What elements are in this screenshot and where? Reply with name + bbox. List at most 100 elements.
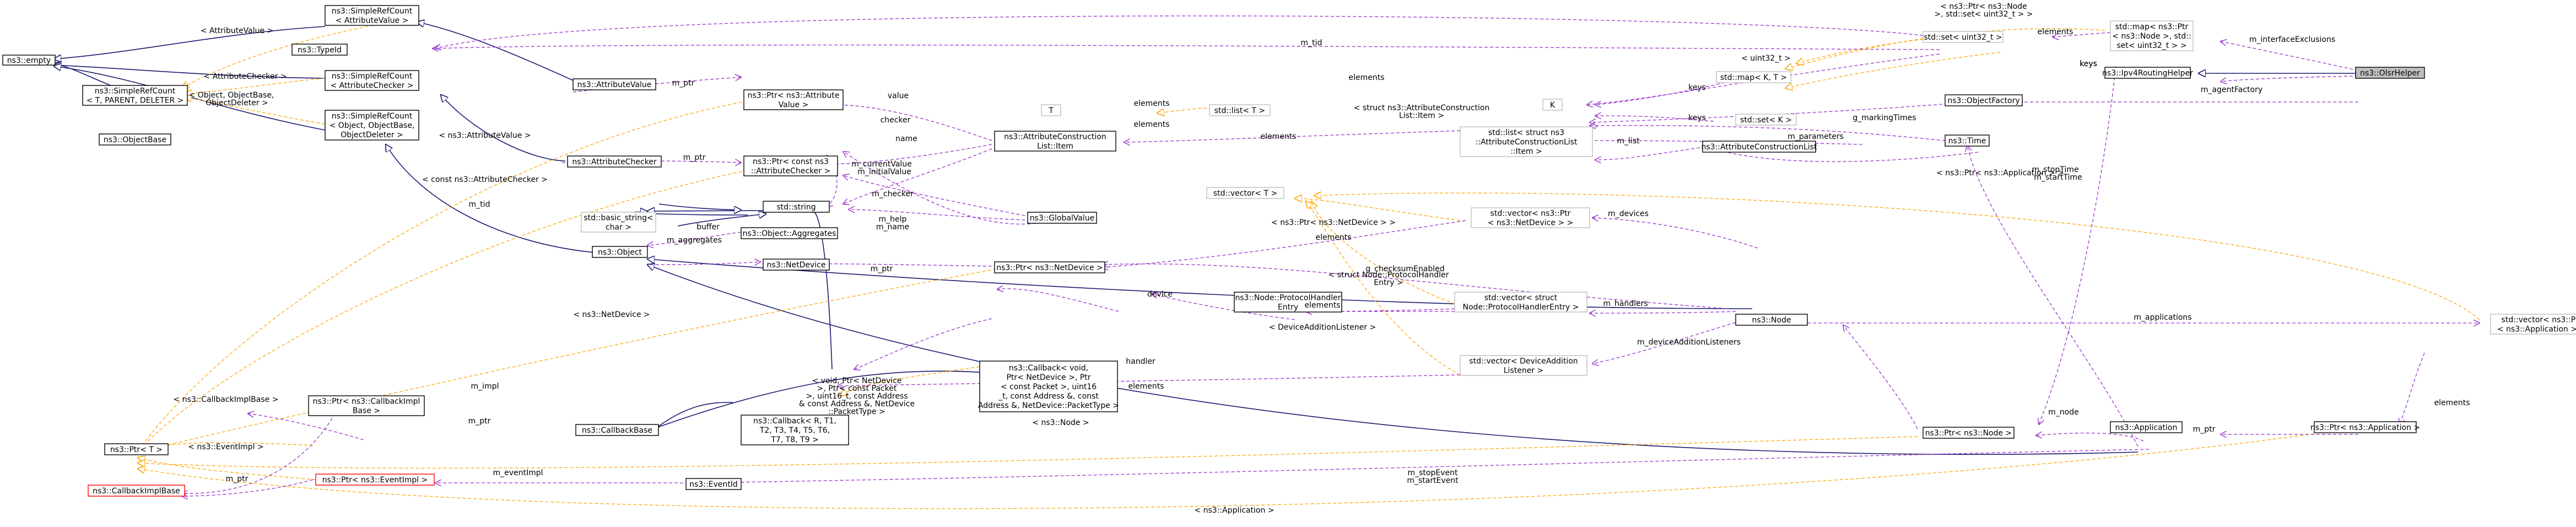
class-node-vecPhEntry[interactable]: std::vector< structNode::ProtocolHandler… [1454,292,1587,313]
edge-usage [832,144,992,164]
class-node-srcOB[interactable]: ns3::SimpleRefCount< Object, ObjectBase,… [325,110,419,141]
edge-template [138,168,759,452]
class-node-stdSetK[interactable]: std::set< K > [1735,114,1797,126]
class-node-T[interactable]: T [1041,104,1061,116]
class-node-vecDevAddListener[interactable]: std::vector< DeviceAdditionListener > [1460,355,1587,376]
edge-label-markingTimes: g_markingTimes [1853,114,1916,122]
class-node-netDevice[interactable]: ns3::NetDevice [763,259,830,271]
class-node-attrValue[interactable]: ns3::AttributeValue [573,78,656,90]
edge-template [840,365,986,396]
edge-usage [854,318,992,369]
class-node-node[interactable]: ns3::Node [1735,314,1808,326]
class-node-empty[interactable]: ns3::empty [2,55,56,66]
class-node-vecPtrApp[interactable]: std::vector< ns3::Ptr< ns3::Application … [2490,314,2576,335]
edge-template [1785,52,2001,88]
class-node-attrConstrList[interactable]: ns3::AttributeConstructionList [1702,141,1817,153]
class-node-stdListT[interactable]: std::list< T > [1209,104,1271,116]
edge-label-netDeviceT: < ns3::NetDevice > [573,310,650,319]
edge-label-keys2: keys [1688,114,1706,122]
edge-template [138,442,314,452]
class-node-ptrNode[interactable]: ns3::Ptr< ns3::Node > [1922,427,2015,439]
class-node-ptrNetDevice[interactable]: ns3::Ptr< ns3::NetDevice > [994,261,1105,273]
edge-usage [849,209,1036,221]
class-node-srcAC[interactable]: ns3::SimpleRefCount< AttributeChecker > [325,70,419,91]
edge-label-uint32T: < uint32_t > [1741,54,1791,63]
class-node-srcTPD[interactable]: ns3::SimpleRefCount< T, PARENT, DELETER … [82,85,188,106]
edge-inherit [658,203,741,210]
edge-inherit [417,22,582,85]
class-node-object[interactable]: ns3::Object [592,246,648,258]
edge-usage [647,232,742,245]
edge-usage [838,374,1461,386]
edge-label-mNode: m_node [2048,408,2079,417]
edge-label-ptrNetDevT: < ns3::Ptr< ns3::NetDevice > > [1271,218,1396,227]
edge-usage [832,105,992,141]
class-node-label: < ns3::NetDevice > > [1488,219,1574,228]
class-node-olsrHelper[interactable]: ns3::OlsrHelper [2355,67,2425,79]
edge-label-currentValue: m_currentValue [851,160,912,169]
edge-label-eventImplT: < ns3::EventImpl > [188,443,264,451]
class-node-label: ns3::SimpleRefCount [332,72,413,81]
class-node-stdVectorT[interactable]: std::vector< T > [1206,187,1284,199]
class-node-ptrCbImplBase[interactable]: ns3::Ptr< ns3::CallbackImplBase > [308,395,425,416]
edge-label-structItemT1: < struct ns3::AttributeConstruction [1354,104,1490,112]
class-node-stdMapPtrNode[interactable]: std::map< ns3::Ptr< ns3::Node >, std::se… [2110,20,2194,51]
class-node-ptrT[interactable]: ns3::Ptr< T > [104,443,169,455]
class-node-stdString[interactable]: std::string [763,201,830,213]
class-node-phEntry[interactable]: ns3::Node::ProtocolHandlerEntry [1234,292,1342,313]
edge-label-ptrAttrCheckerT: < const ns3::AttributeChecker > [422,175,548,184]
class-node-label: ObjectDeleter > [341,131,403,139]
class-node-label: std::basic_string< [584,214,653,223]
class-node-globalValue[interactable]: ns3::GlobalValue [1027,212,1097,224]
edge-usage [2221,76,2359,82]
class-node-typeId[interactable]: ns3::TypeId [291,44,348,56]
class-node-ptrAttrChecker[interactable]: ns3::Ptr< const ns3::AttributeChecker > [743,155,838,176]
edge-usage [2039,66,2116,424]
edge-usage [1124,126,1598,142]
class-node-application[interactable]: ns3::Application [2110,421,2183,433]
class-node-ptrAttrValue[interactable]: ns3::Ptr< ns3::AttributeValue > [743,89,844,110]
class-node-stdMapKT[interactable]: std::map< K, T > [1716,71,1791,83]
class-node-label: ns3::Ptr< ns3::CallbackImpl [313,397,420,406]
edge-inherit [647,259,1753,309]
class-node-label: ns3::Ptr< ns3::Application > [2310,423,2420,432]
class-node-objectBase[interactable]: ns3::ObjectBase [99,133,171,146]
edge-label-ptrApplicationT: < ns3::Ptr< ns3::Application > > [1936,169,2064,178]
class-node-time[interactable]: ns3::Time [1945,135,1990,147]
edge-label-mChecker: m_checker [872,190,914,198]
edge-label-mPtr5: m_ptr [226,475,249,483]
class-node-label: < const Packet >, uint16 [1001,383,1097,391]
edge-usage [2036,433,2144,442]
class-node-label: std::string [776,203,816,212]
class-node-callbackT[interactable]: ns3::Callback< R, T1,T2, T3, T4, T5, T6,… [741,415,849,445]
class-node-K[interactable]: K [1542,99,1563,111]
edge-usage [2400,352,2425,424]
class-node-vecPtrNetDev[interactable]: std::vector< ns3::Ptr< ns3::NetDevice > … [1471,207,1590,228]
class-node-aggregates[interactable]: ns3::Object::Aggregates [741,227,838,239]
edge-label-nodeT: < ns3::Node > [1032,418,1089,427]
class-node-label: ns3::NetDevice [767,261,826,270]
class-node-stdListItem[interactable]: std::list< struct ns3::AttributeConstruc… [1460,126,1593,157]
edge-label-attributeValueT: < AttributeValue > [201,26,274,35]
class-node-basicString[interactable]: std::basic_string<char > [581,212,656,233]
class-node-label: ns3::AttributeConstructionList [1702,143,1817,152]
class-node-eventId[interactable]: ns3::EventId [685,478,742,490]
edge-label-mHelp: m_help [879,215,907,224]
class-node-attrConstrItem[interactable]: ns3::AttributeConstructionList::Item [994,131,1116,152]
class-node-stdSetUint32[interactable]: std::set< uint32_t > [1922,31,2003,43]
edge-label-ptrAttrValueT: < ns3::AttributeValue > [439,131,531,140]
class-node-label: set< uint32_t > > [2116,41,2186,50]
class-node-objectFactory[interactable]: ns3::ObjectFactory [1945,94,2023,106]
class-node-cbImplBase[interactable]: ns3::CallbackImplBase [88,485,185,497]
edge-template [138,268,997,452]
class-node-cbBase[interactable]: ns3::CallbackBase [575,424,659,436]
edge-label-mPtr2: m_ptr [683,153,706,162]
class-node-ptrApplication[interactable]: ns3::Ptr< ns3::Application > [2310,421,2420,433]
class-node-label: _t, const Address &, const [998,392,1099,401]
class-node-ptrEventImpl[interactable]: ns3::Ptr< ns3::EventImpl > [315,474,435,486]
class-node-srcAV[interactable]: ns3::SimpleRefCount< AttributeValue > [325,5,419,26]
class-node-label: std::vector< struct [1484,294,1558,303]
class-node-callbackVoid[interactable]: ns3::Callback< void,Ptr< NetDevice >, Pt… [978,361,1119,412]
class-node-ipv4RoutingHelper[interactable]: ns3::Ipv4RoutingHelper [2102,67,2193,79]
class-node-attrChecker[interactable]: ns3::AttributeChecker [567,155,662,168]
